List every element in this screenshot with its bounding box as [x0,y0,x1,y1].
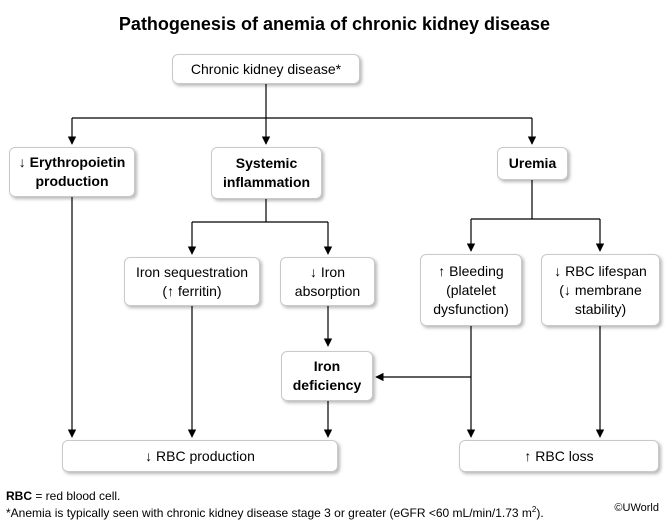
node-rbc-loss: ↑ RBC loss [459,440,659,472]
node-bleeding: ↑ Bleeding (platelet dysfunction) [420,254,522,326]
diagram-title: Pathogenesis of anemia of chronic kidney… [118,14,551,34]
footnote-abbreviation-term: RBC [6,489,32,503]
node-rbc-production: ↓ RBC production [62,440,338,472]
node-uremia: Uremia [497,147,568,180]
node-iron-sequestration: Iron sequestration (↑ ferritin) [124,257,260,306]
node-chronic-kidney-disease: Chronic kidney disease* [172,54,360,84]
footnote-abbreviation: RBC = red blood cell. [6,489,120,503]
footnote-ckd-stage: *Anemia is typically seen with chronic k… [6,503,544,520]
node-erythropoietin-production: ↓ Erythropoietin production [9,147,135,197]
node-iron-absorption: ↓ Iron absorption [280,257,375,306]
node-systemic-inflammation: Systemic inflammation [211,147,322,199]
footnote-note-suffix: ). [536,506,544,520]
node-rbc-lifespan: ↓ RBC lifespan (↓ membrane stability) [541,254,660,326]
footnote-abbreviation-definition: = red blood cell. [32,489,121,503]
copyright-text: ©UWorld [614,502,659,514]
footnote-note-superscript: 2 [531,505,537,514]
node-iron-deficiency: Iron deficiency [281,351,373,401]
footnote-note-text: *Anemia is typically seen with chronic k… [6,506,532,520]
